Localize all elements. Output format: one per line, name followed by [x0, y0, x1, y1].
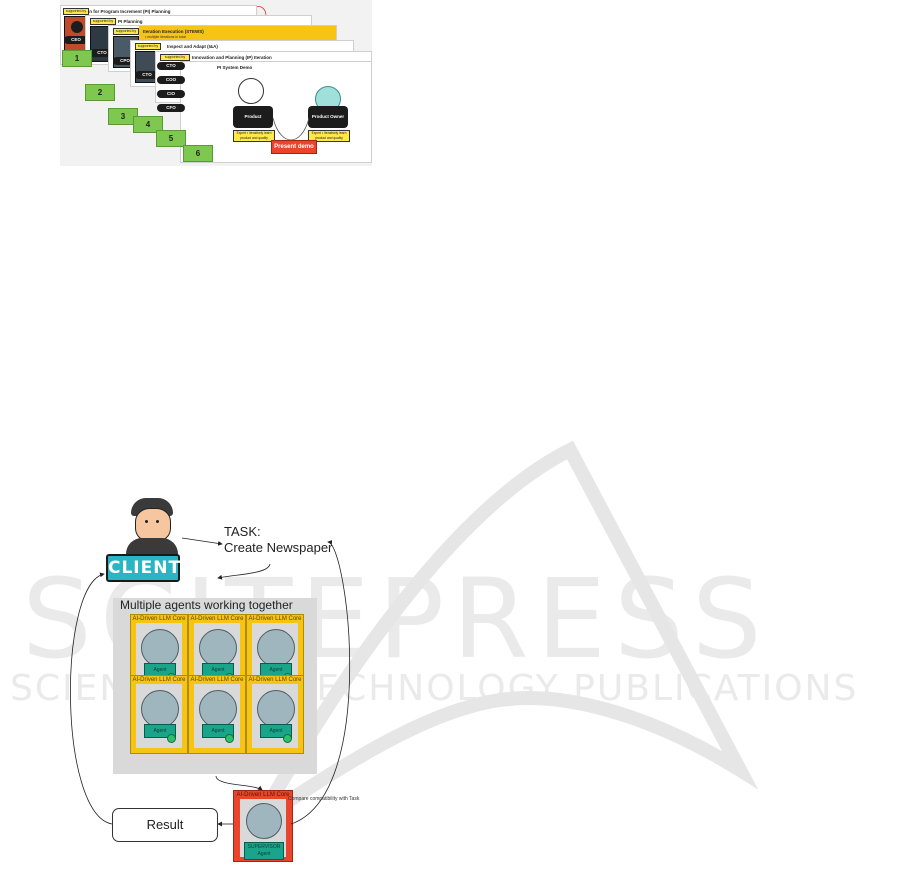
- roles-stack-2: COO: [157, 76, 185, 84]
- step-card-5-tag: supported by: [160, 54, 190, 61]
- roles-stack-1: CTO: [157, 62, 185, 70]
- supervisor-label-line1: SUPERVISOR: [247, 844, 281, 850]
- step-card-3-subtitle: • multiple iterations in total: [145, 35, 186, 39]
- step-card-4-tag: supported by: [135, 43, 161, 50]
- agent-core-label: AI-Driven LLM Core: [190, 616, 244, 622]
- roles-stack-3: CIO: [157, 90, 185, 98]
- step-card-4-role: CTO: [135, 71, 159, 79]
- task-label: TASK:: [224, 524, 261, 539]
- supervisor-card: AI-Driven LLM Core SUPERVISOR Agent: [233, 790, 293, 862]
- supervisor-label-line2: Agent: [257, 851, 271, 857]
- agent-card: AI-Driven LLM Core Agent: [130, 675, 188, 754]
- supervisor-label: SUPERVISOR Agent: [244, 842, 284, 860]
- demo-left-note: Expert • Iteratively learn product and q…: [233, 130, 275, 142]
- check-icon: [167, 734, 176, 743]
- agent-card: AI-Driven LLM Core Agent: [188, 675, 246, 754]
- check-icon: [283, 734, 292, 743]
- step-card-2-role: CTO: [90, 49, 114, 57]
- step-num-5: 5: [156, 130, 186, 147]
- agent-core-label: AI-Driven LLM Core: [132, 616, 186, 622]
- step-card-6-title: PI System Demo: [217, 65, 253, 70]
- step-card-3-tag: supported by: [113, 28, 139, 35]
- step-card-6: PI System Demo Product Management Expert…: [180, 61, 372, 163]
- step-num-2: 2: [85, 84, 115, 101]
- demo-right-box: Product Owner: [308, 106, 348, 128]
- step-num-4: 4: [133, 116, 163, 133]
- client-badge: CLIENT: [106, 554, 180, 582]
- check-icon: [225, 734, 234, 743]
- step-card-2-title: PI Planning: [118, 19, 143, 24]
- task-name: Create Newspaper: [224, 540, 333, 555]
- result-box: Result: [112, 808, 218, 842]
- step-card-1-tag: supported by: [63, 8, 89, 15]
- robot-icon: [141, 629, 179, 667]
- pm-icon: [238, 78, 264, 104]
- client-avatar: [118, 496, 188, 556]
- roles-stack-4: CFO: [157, 104, 185, 112]
- robot-icon: [257, 629, 295, 667]
- step-card-1-title: Preparation for Program Increment (PI) P…: [67, 9, 171, 14]
- demo-left-box: Product Management: [233, 106, 273, 141]
- bottom-figure: CLIENT TASK: Create Newspaper Multiple a…: [58, 494, 370, 864]
- step-num-6: 6: [183, 145, 213, 162]
- flow-arrows: [70, 537, 351, 827]
- agent-card: AI-Driven LLM Core Agent: [246, 675, 304, 754]
- step-card-1-role: CEO: [64, 36, 88, 44]
- watermark-swoosh: [253, 440, 759, 826]
- demo-right-note: Expert • Iteratively learn product and q…: [308, 130, 350, 142]
- step-num-1: 1: [62, 50, 92, 67]
- agents-group-title: Multiple agents working together: [120, 598, 293, 612]
- present-demo-button: Present demo: [271, 140, 317, 154]
- step-card-5-title: Innovation and Planning (IP) Iteration: [192, 55, 272, 60]
- agent-core-label: AI-Driven LLM Core: [190, 677, 244, 683]
- robot-icon: [199, 690, 237, 728]
- top-figure: Preparation for Program Increment (PI) P…: [60, 0, 372, 166]
- agent-core-label: AI-Driven LLM Core: [132, 677, 186, 683]
- step-card-3-role: CPO: [113, 57, 137, 65]
- compare-text: Compare compatibility with Task: [288, 796, 360, 802]
- robot-icon: [246, 803, 282, 839]
- agent-core-label: AI-Driven LLM Core: [248, 677, 302, 683]
- supervisor-core-label: AI-Driven LLM Core: [236, 792, 290, 798]
- step-card-3-title: Iteration Execution (STEWS): [143, 29, 204, 34]
- step-card-4-title: Inspect and Adapt (I&A): [167, 44, 218, 49]
- agent-core-label: AI-Driven LLM Core: [248, 616, 302, 622]
- step-card-2-tag: supported by: [90, 18, 116, 25]
